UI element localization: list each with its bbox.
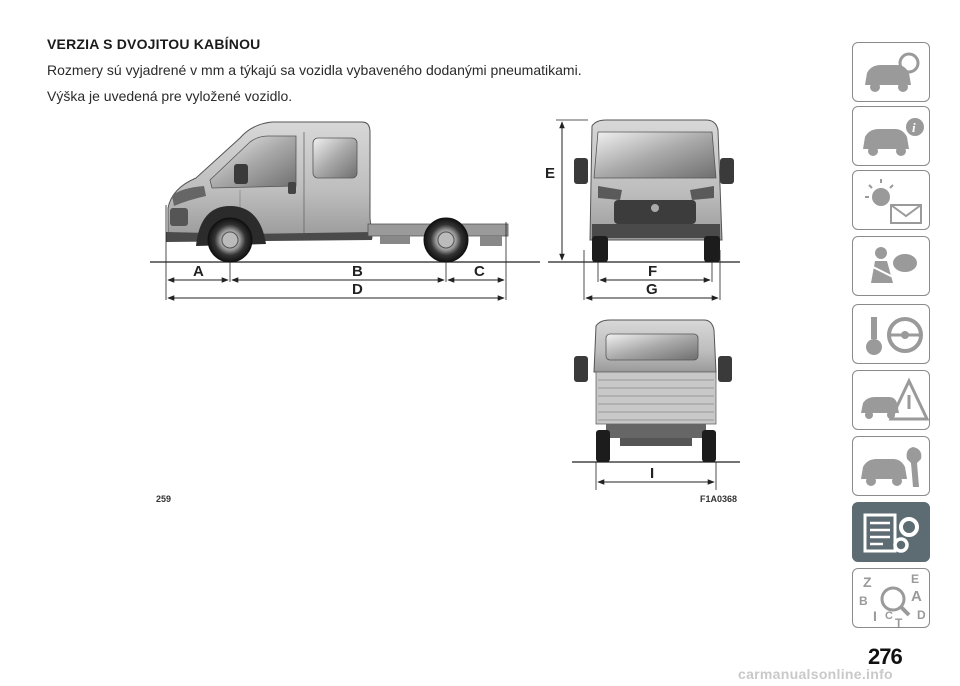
index-letter-i: I [873,608,877,624]
index-letter-c: C [885,610,893,622]
side-view-dimensions: A B C D [167,263,505,301]
chapter-tab-vehicle-info[interactable]: i [852,106,930,166]
page-number: 276 [868,644,903,669]
chapter-tab-index[interactable]: Z E B A I C T D [852,568,930,629]
svg-text:i: i [912,120,916,135]
index-letter-e: E [911,572,919,586]
dimension-label-a: A [193,263,204,280]
figure-code: F1A0368 [700,494,738,504]
index-letter-z: Z [863,574,872,590]
car-warning-triangle-icon [861,377,930,421]
index-az-search-icon: Z E B A I C T D [859,572,926,629]
chapter-tab-maintenance[interactable] [852,436,930,496]
warning-lights-message-icon [865,179,922,224]
rear-view-dimensions: I [597,465,715,485]
chapter-tab-starting-driving[interactable] [852,304,930,364]
front-view-dimensions: E F G [545,121,719,301]
chapter-tab-dashboard[interactable] [852,42,930,102]
car-search-icon [865,52,920,92]
car-info-icon: i [863,118,924,156]
chapter-tab-warning-lights[interactable] [852,170,930,230]
index-letter-t: T [895,616,903,629]
side-view-vehicle [150,121,540,300]
dimension-label-g: G [646,281,658,298]
car-wrench-icon [861,447,922,487]
specs-list-gear-icon [863,513,919,553]
front-view-vehicle [548,119,740,300]
dimension-label-d: D [352,281,363,298]
dimension-label-f: F [648,263,657,280]
index-letter-d: D [917,608,926,622]
chapter-tab-safety[interactable] [852,236,930,296]
watermark: carmanualsonline.info [738,666,893,682]
index-letter-a: A [911,588,922,605]
airbag-safety-icon [871,247,917,283]
rear-view-vehicle [572,319,740,490]
dimension-label-i: I [650,465,654,482]
chapter-tab-emergency[interactable] [852,370,930,430]
dimension-label-e: E [545,165,555,182]
section-heading: VERZIA S DVOJITOU KABÍNOU [47,36,261,52]
figure-number: 259 [156,494,172,504]
paragraph-dimensions-note: Rozmery sú vyjadrené v mm a týkajú sa vo… [47,62,582,78]
index-letter-b: B [859,594,868,608]
dimension-label-c: C [474,263,485,280]
key-steering-wheel-icon [866,317,923,355]
paragraph-height-note: Výška je uvedená pre vyložené vozidlo. [47,88,293,104]
chapter-tab-technical-specs[interactable] [852,502,930,562]
dimension-label-b: B [352,263,363,280]
